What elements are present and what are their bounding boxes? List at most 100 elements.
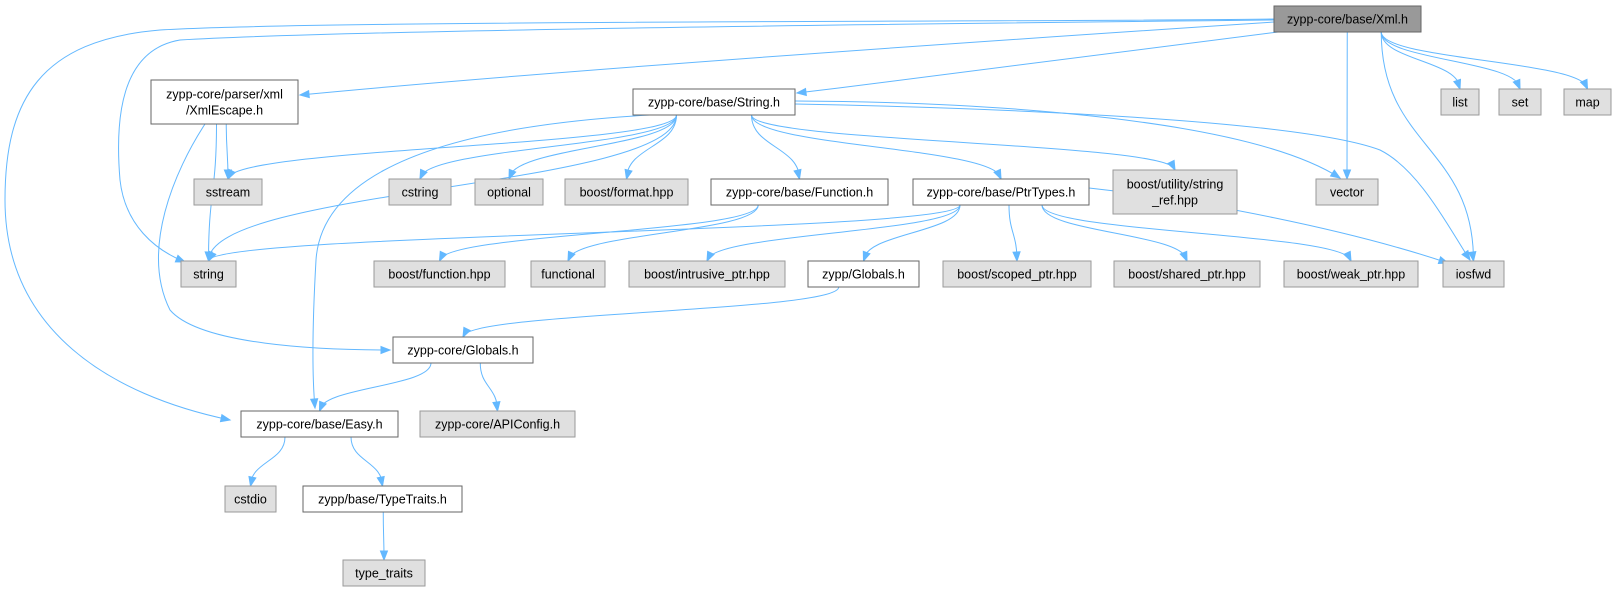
node-label: zypp-core/Globals.h	[407, 344, 518, 358]
edge-arrowhead	[795, 87, 807, 97]
node-box	[530, 260, 606, 288]
node-easy-h[interactable]: zypp-core/base/Easy.h	[240, 410, 399, 438]
edge-arrowhead	[380, 345, 392, 355]
edge-arrowhead	[462, 326, 472, 339]
node-box	[392, 336, 534, 364]
node-apiconfig: zypp-core/APIConfig.h	[419, 410, 576, 438]
edge-zypp_globals-to-core_globals	[462, 286, 840, 339]
node-boost-function: boost/function.hpp	[373, 260, 506, 288]
edge-typetraits_h-to-type_traits	[379, 511, 389, 562]
node-label: zypp-core/base/String.h	[648, 96, 780, 110]
node-label: boost/utility/string	[1127, 178, 1224, 192]
node-iosfwd: iosfwd	[1442, 260, 1505, 288]
edge-arrowhead	[298, 89, 310, 99]
edge-arrowhead	[1166, 159, 1176, 172]
edge-arrowhead	[207, 250, 217, 263]
edge-xml_h-to-xmlescape_h	[298, 21, 1275, 99]
node-box	[224, 485, 277, 513]
edge-xml_h-to-iosfwd	[1380, 31, 1477, 263]
node-boost-scoped: boost/scoped_ptr.hpp	[942, 260, 1092, 288]
edge-line	[118, 19, 1275, 263]
node-boost-shared: boost/shared_ptr.hpp	[1113, 260, 1261, 288]
edge-easy_h-to-cstdio	[248, 436, 286, 488]
edge-xml_h-to-list	[1380, 31, 1462, 91]
edge-line	[796, 31, 1279, 94]
node-boost-string-ref: boost/utility/string _ref.hpp	[1112, 169, 1238, 215]
node-box	[1498, 88, 1542, 116]
node-label: boost/scoped_ptr.hpp	[957, 268, 1077, 282]
node-sstream: sstream	[193, 178, 263, 206]
node-xmlescape-h[interactable]: zypp-core/parser/xml/XmlEscape.h	[150, 79, 299, 125]
node-box	[1315, 178, 1379, 206]
node-box	[474, 178, 544, 206]
edge-arrowhead	[219, 413, 232, 423]
node-box	[632, 88, 796, 116]
edge-string_h-to-boost_format	[624, 114, 677, 181]
node-label: _ref.hpp	[1151, 194, 1198, 208]
edge-arrowhead	[492, 401, 501, 413]
edge-line	[299, 21, 1275, 96]
edge-line	[1041, 204, 1352, 262]
edge-arrowhead	[379, 550, 389, 562]
node-ptrtypes-h[interactable]: zypp-core/base/PtrTypes.h	[912, 178, 1090, 206]
node-label: optional	[487, 186, 531, 200]
edge-line	[312, 114, 651, 409]
node-box	[240, 410, 399, 438]
node-typetraits-h[interactable]: zypp/base/TypeTraits.h	[302, 485, 463, 513]
node-box	[564, 178, 689, 206]
node-list: list	[1440, 88, 1480, 116]
node-label: cstdio	[234, 493, 267, 507]
edge-ptrtypes_h-to-boost_shared	[1041, 204, 1188, 263]
node-label: boost/shared_ptr.hpp	[1128, 268, 1245, 282]
node-box	[302, 485, 463, 513]
edge-line	[208, 204, 961, 262]
node-box	[1440, 88, 1480, 116]
edge-core_globals-to-apiconfig	[479, 362, 501, 413]
edge-line	[1380, 31, 1521, 90]
node-label: zypp-core/base/Xml.h	[1287, 13, 1408, 27]
node-boost-format: boost/format.hpp	[564, 178, 689, 206]
nodes-layer: zypp-core/base/Xml.h zypp-core/parser/xml…	[150, 5, 1612, 587]
edge-line	[794, 100, 1341, 179]
edge-arrowhead	[1012, 251, 1021, 263]
edge-line	[706, 204, 961, 262]
edge-line	[1041, 204, 1188, 262]
node-boost-intrusive: boost/intrusive_ptr.hpp	[628, 260, 786, 288]
node-box	[1283, 260, 1419, 288]
node-box	[912, 178, 1090, 206]
node-boost-weak: boost/weak_ptr.hpp	[1283, 260, 1419, 288]
edge-line	[567, 204, 759, 262]
edge-arrowhead	[1329, 169, 1342, 179]
edge-arrowhead	[793, 168, 802, 181]
node-set: set	[1498, 88, 1542, 116]
edge-line	[863, 204, 961, 262]
edge-arrowhead	[248, 475, 257, 488]
edge-line	[227, 114, 677, 180]
node-box	[373, 260, 506, 288]
edge-arrowhead	[862, 250, 871, 263]
node-box	[1112, 169, 1238, 215]
node-function-h[interactable]: zypp-core/base/Function.h	[710, 178, 889, 206]
node-label: boost/weak_ptr.hpp	[1297, 268, 1405, 282]
edge-line	[794, 103, 1471, 261]
node-box	[710, 178, 889, 206]
edge-ptrtypes_h-to-boost_weak	[1041, 204, 1352, 263]
node-core-globals[interactable]: zypp-core/Globals.h	[392, 336, 534, 364]
node-box	[150, 79, 299, 125]
node-label: sstream	[206, 186, 250, 200]
edge-arrowhead	[508, 168, 517, 181]
edge-arrowhead	[567, 250, 576, 263]
edge-line	[319, 362, 432, 412]
edge-line	[508, 114, 677, 180]
node-label: list	[1452, 96, 1468, 110]
edge-arrowhead	[1461, 249, 1471, 262]
node-functional: functional	[530, 260, 606, 288]
edge-line	[751, 114, 800, 180]
node-map: map	[1563, 88, 1612, 116]
node-xml-h[interactable]: zypp-core/base/Xml.h	[1273, 5, 1422, 33]
node-string-h[interactable]: zypp-core/base/String.h	[632, 88, 796, 116]
edge-line	[158, 123, 391, 351]
node-label: type_traits	[355, 567, 413, 581]
edge-function_h-to-boost_function	[438, 204, 759, 263]
node-zypp-globals[interactable]: zypp/Globals.h	[807, 260, 920, 288]
